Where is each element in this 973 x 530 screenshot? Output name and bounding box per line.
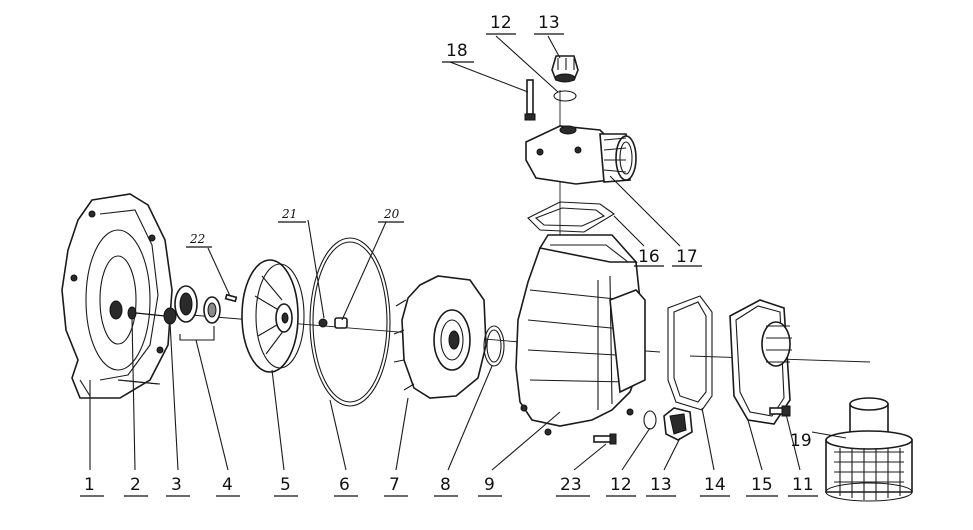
drain-bolt bbox=[593, 433, 617, 445]
long-bolt bbox=[524, 79, 536, 121]
label-21: 21 bbox=[281, 207, 297, 221]
impeller-nut bbox=[318, 317, 348, 329]
top-o-ring bbox=[553, 90, 577, 102]
label-4: 4 bbox=[222, 475, 233, 495]
impeller bbox=[241, 259, 305, 373]
label-13-top: 13 bbox=[538, 13, 560, 33]
label-14: 14 bbox=[704, 475, 726, 495]
bottom-labels: 1 2 3 4 5 6 7 8 9 23 12 13 14 15 11 bbox=[80, 475, 818, 497]
label-23: 23 bbox=[560, 475, 582, 495]
label-6: 6 bbox=[339, 475, 350, 495]
label-13-bottom: 13 bbox=[650, 475, 672, 495]
discharge-outlet bbox=[525, 125, 637, 185]
label-1: 1 bbox=[84, 475, 95, 495]
mechanical-seal bbox=[163, 285, 221, 341]
wear-plate bbox=[393, 275, 487, 399]
label-22: 22 bbox=[189, 232, 205, 246]
upper-labels: 19 16 17 18 12 13 21 20 22 bbox=[186, 13, 812, 451]
label-12-bottom: 12 bbox=[610, 475, 632, 495]
strainer bbox=[825, 397, 913, 502]
top-gasket bbox=[527, 201, 616, 233]
label-15: 15 bbox=[751, 475, 773, 495]
label-17: 17 bbox=[676, 247, 698, 267]
inlet-flange bbox=[729, 299, 792, 425]
bottom-plug bbox=[663, 407, 693, 441]
label-19: 19 bbox=[790, 431, 812, 451]
label-9: 9 bbox=[484, 475, 495, 495]
label-11: 11 bbox=[792, 475, 814, 495]
rear-housing bbox=[61, 193, 173, 399]
label-18: 18 bbox=[446, 41, 468, 61]
label-3: 3 bbox=[171, 475, 182, 495]
label-12-top: 12 bbox=[490, 13, 512, 33]
large-o-ring bbox=[309, 237, 391, 407]
flange-bolt bbox=[769, 405, 791, 417]
bottom-o-ring bbox=[643, 410, 657, 430]
label-5: 5 bbox=[280, 475, 291, 495]
leader-lines bbox=[89, 35, 847, 471]
label-7: 7 bbox=[389, 475, 400, 495]
small-o-ring bbox=[483, 325, 505, 367]
label-8: 8 bbox=[440, 475, 451, 495]
shaft-washer bbox=[127, 306, 166, 320]
inlet-gasket bbox=[667, 295, 713, 411]
label-2: 2 bbox=[130, 475, 141, 495]
label-16: 16 bbox=[638, 247, 660, 267]
label-20: 20 bbox=[383, 207, 400, 221]
pump-body bbox=[515, 234, 646, 436]
top-plug bbox=[551, 55, 579, 83]
pin bbox=[224, 293, 238, 303]
